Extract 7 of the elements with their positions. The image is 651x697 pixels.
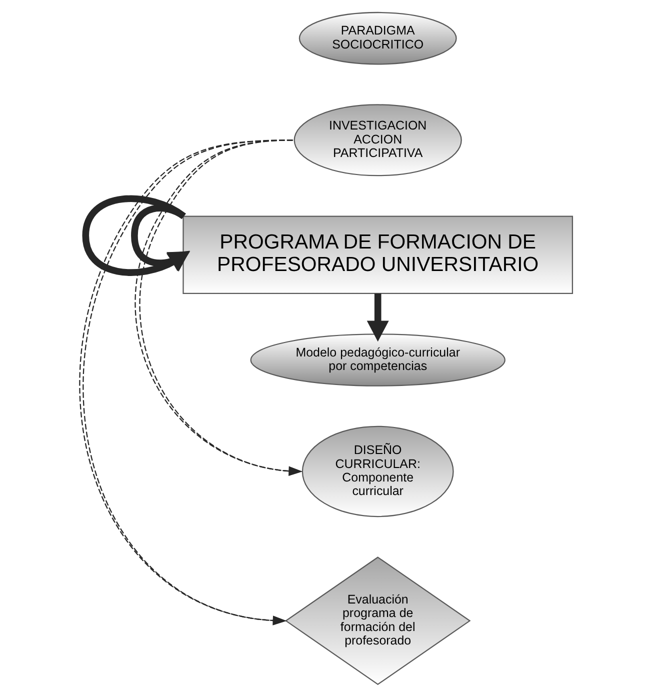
node-ellipse: INVESTIGACION ACCION PARTICIPATIVA — [293, 104, 462, 176]
node-ellipse: DISEÑO CURRICULAR: Componente curricular — [301, 426, 454, 518]
arrow — [366, 293, 388, 342]
node-box: PROGRAMA DE FORMACION DE PROFESORADO UNIVERSITARIO — [182, 216, 573, 294]
node-diamond: Evaluación programa de formación del profesorado — [284, 556, 470, 686]
node-ellipse: PARADIGMA SOCIOCRITICO — [298, 12, 456, 65]
node-ellipse: Modelo pedagógico-curricular por competencias — [250, 334, 505, 386]
